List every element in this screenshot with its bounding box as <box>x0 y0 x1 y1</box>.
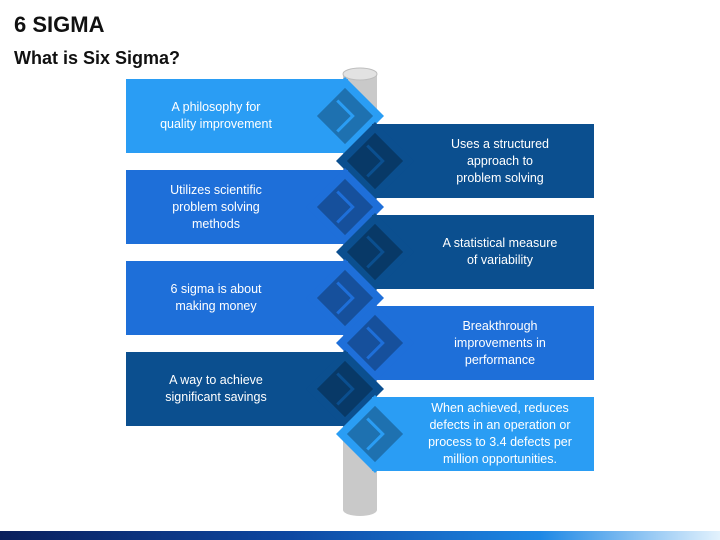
wrap-diamond-shade-4 <box>346 223 404 281</box>
chevron-arrow-icon <box>366 326 385 360</box>
wrap-diamond-shade-7 <box>316 360 374 418</box>
wrap-diamond-shade-1 <box>316 87 374 145</box>
wrap-diamond-shade-3 <box>316 178 374 236</box>
step-text-1: A philosophy for quality improvement <box>160 100 272 131</box>
pole-bottom-cap <box>343 504 377 516</box>
step-banner-2 <box>336 122 594 200</box>
page-title: 6 SIGMA <box>14 12 105 37</box>
step-banner-6 <box>336 304 594 382</box>
chevron-arrow-icon <box>336 190 355 224</box>
step-text-6: Breakthrough improvements in performance <box>454 318 546 367</box>
step-text-4: A statistical measure of variability <box>442 236 558 267</box>
step-banner-4 <box>336 213 594 291</box>
step-text-7: A way to achieve significant savings <box>165 373 267 404</box>
chevron-arrow-icon <box>336 99 355 133</box>
wrap-diamond-shade-5 <box>316 269 374 327</box>
step-text-5: 6 sigma is about making money <box>170 282 262 313</box>
chevron-arrow-icon <box>366 417 385 451</box>
pole-top-cap <box>342 67 378 81</box>
step-text-3: Utilizes scientific problem solving meth… <box>170 182 262 231</box>
chevron-arrow-icon <box>366 235 385 269</box>
bottom-accent-bar <box>0 531 720 540</box>
step-banner-1 <box>126 77 384 155</box>
wrap-diamond-shade-2 <box>346 132 404 190</box>
step-banner-5 <box>126 259 384 337</box>
step-banner-8 <box>336 395 594 473</box>
chevron-arrow-icon <box>336 372 355 406</box>
wrap-diamond-shade-6 <box>346 314 404 372</box>
step-text-8: When achieved, reduces defects in an ope… <box>428 401 572 466</box>
chevron-arrow-icon <box>336 281 355 315</box>
step-text-2: Uses a structured approach to problem so… <box>451 136 549 185</box>
chevron-arrow-icon <box>366 144 385 178</box>
page-subtitle: What is Six Sigma? <box>14 48 181 68</box>
wrap-diamond-shade-8 <box>346 405 404 463</box>
